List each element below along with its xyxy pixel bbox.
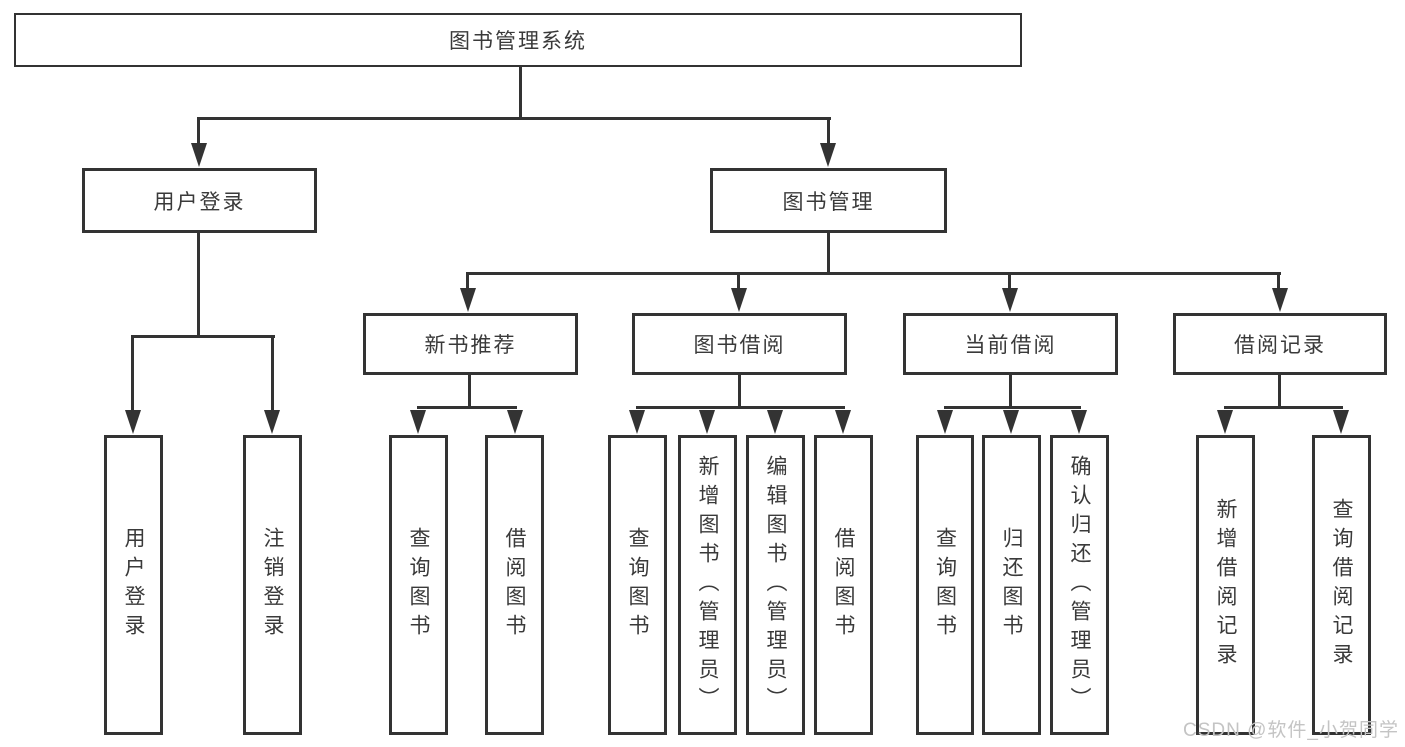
connector-level3-splitter	[466, 272, 1281, 275]
branch-book-management-label: 图书管理	[782, 190, 875, 214]
arrow-down-icon	[820, 143, 836, 167]
leaf-query-books-recommend-label: 查询图书	[407, 527, 430, 643]
connector-userlogin-shaft	[197, 117, 200, 147]
leaf-query-books-recommend: 查询图书	[389, 435, 448, 735]
arrow-down-icon	[410, 410, 426, 434]
arrow-down-icon	[767, 410, 783, 434]
arrow-down-icon	[191, 143, 207, 167]
leaf-borrow-books-label: 借阅图书	[832, 527, 855, 643]
leaf-query-books-borrow: 查询图书	[608, 435, 667, 735]
node-new-book-recommend-label: 新书推荐	[424, 334, 517, 357]
leaf-edit-books-admin-label: 编辑图书（管理员）	[764, 454, 787, 716]
connector-leaf-splitter	[1224, 406, 1343, 409]
arrow-down-icon	[629, 410, 645, 434]
connector-leaf-splitter	[944, 406, 1081, 409]
node-current-borrow: 当前借阅	[903, 313, 1118, 375]
leaf-return-books-label: 归还图书	[1000, 527, 1023, 643]
arrow-down-icon	[1071, 410, 1087, 434]
leaf-user-login-label: 用户登录	[122, 527, 145, 643]
root-node-label: 图书管理系统	[449, 30, 587, 53]
leaf-add-borrow-record-label: 新增借阅记录	[1214, 498, 1237, 672]
leaf-confirm-return-admin: 确认归还（管理员）	[1050, 435, 1109, 735]
node-new-book-recommend: 新书推荐	[363, 313, 578, 375]
arrow-down-icon	[1003, 410, 1019, 434]
leaf-add-borrow-record: 新增借阅记录	[1196, 435, 1255, 735]
arrow-down-icon	[125, 410, 141, 434]
leaf-logout-login-label: 注销登录	[261, 527, 284, 643]
leaf-add-books-admin: 新增图书（管理员）	[678, 435, 737, 735]
connector-userlogin-splitter	[131, 335, 275, 338]
leaf-return-books: 归还图书	[982, 435, 1041, 735]
connector-stub	[468, 373, 471, 409]
arrow-down-icon	[264, 410, 280, 434]
connector-shaft	[1008, 272, 1011, 292]
node-borrow-records: 借阅记录	[1173, 313, 1387, 375]
arrow-down-icon	[937, 410, 953, 434]
connector-stub	[1009, 373, 1012, 409]
connector-level2-splitter	[197, 117, 831, 120]
branch-user-login-label: 用户登录	[153, 190, 246, 214]
node-book-borrow-label: 图书借阅	[693, 334, 786, 357]
connector-shaft	[131, 335, 134, 413]
leaf-query-books-borrow-label: 查询图书	[626, 527, 649, 643]
connector-userlogin-stub	[197, 231, 200, 337]
arrow-down-icon	[731, 288, 747, 312]
connector-stub	[738, 373, 741, 409]
leaf-query-books-current: 查询图书	[916, 435, 974, 735]
connector-shaft	[466, 272, 469, 292]
branch-user-login: 用户登录	[82, 168, 317, 233]
connector-shaft	[271, 335, 274, 413]
connector-leaf-splitter	[417, 406, 517, 409]
arrow-down-icon	[1333, 410, 1349, 434]
node-book-borrow: 图书借阅	[632, 313, 847, 375]
leaf-confirm-return-admin-label: 确认归还（管理员）	[1068, 454, 1091, 716]
arrow-down-icon	[507, 410, 523, 434]
branch-book-management: 图书管理	[710, 168, 947, 233]
leaf-borrow-books: 借阅图书	[814, 435, 873, 735]
arrow-down-icon	[460, 288, 476, 312]
leaf-query-books-current-label: 查询图书	[933, 527, 957, 643]
connector-bookmgmt-stub	[827, 231, 830, 274]
leaf-borrow-books-recommend: 借阅图书	[485, 435, 544, 735]
leaf-edit-books-admin: 编辑图书（管理员）	[746, 435, 805, 735]
node-borrow-records-label: 借阅记录	[1234, 334, 1326, 357]
arrow-down-icon	[835, 410, 851, 434]
arrow-down-icon	[1002, 288, 1018, 312]
leaf-logout-login: 注销登录	[243, 435, 302, 735]
leaf-query-borrow-record: 查询借阅记录	[1312, 435, 1371, 735]
connector-shaft	[1277, 272, 1280, 292]
connector-shaft	[737, 272, 740, 292]
connector-root-stub	[519, 66, 522, 120]
connector-leaf-splitter	[636, 406, 845, 409]
leaf-borrow-books-recommend-label: 借阅图书	[503, 527, 526, 643]
arrow-down-icon	[1272, 288, 1288, 312]
watermark: CSDN @软件_小贺同学	[1183, 720, 1399, 741]
root-node-library-system: 图书管理系统	[14, 13, 1022, 67]
node-current-borrow-label: 当前借阅	[964, 334, 1057, 357]
leaf-user-login: 用户登录	[104, 435, 163, 735]
leaf-add-books-admin-label: 新增图书（管理员）	[696, 454, 719, 716]
arrow-down-icon	[699, 410, 715, 434]
connector-bookmgmt-shaft	[827, 117, 830, 147]
connector-stub	[1278, 373, 1281, 409]
arrow-down-icon	[1217, 410, 1233, 434]
leaf-query-borrow-record-label: 查询借阅记录	[1330, 498, 1353, 672]
